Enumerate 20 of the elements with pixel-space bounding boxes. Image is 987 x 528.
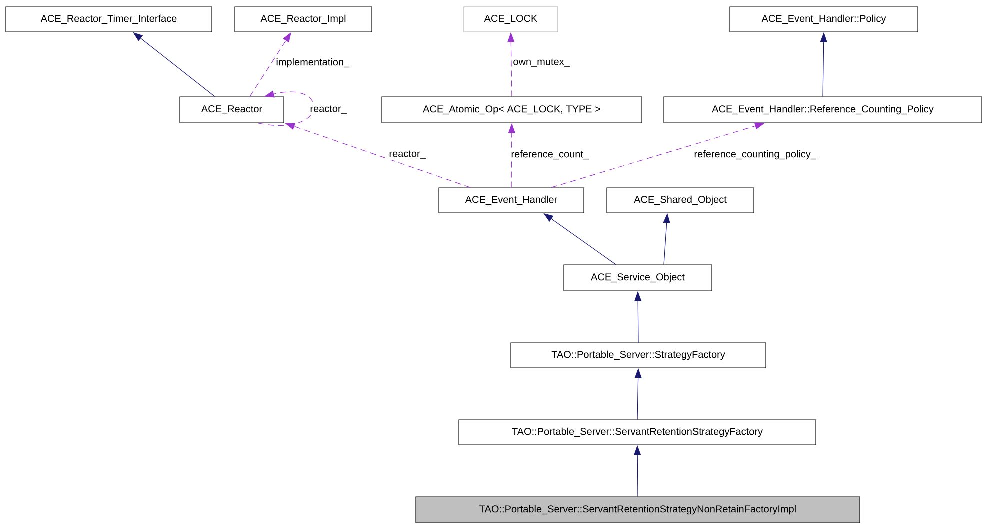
- class-box: ACE_Shared_Object: [606, 188, 754, 214]
- class-box: ACE_Event_Handler::Policy: [730, 6, 918, 32]
- class-box: ACE_Atomic_Op< ACE_LOCK, TYPE >: [382, 96, 642, 124]
- edge-label: reference_count_: [510, 149, 590, 161]
- class-box: TAO::Portable_Server::StrategyFactory: [510, 342, 766, 368]
- class-box: ACE_Reactor_Impl: [234, 6, 372, 32]
- edge-label: reference_counting_policy_: [693, 149, 818, 161]
- edge-label: reactor_: [309, 104, 348, 116]
- class-box: ACE_Reactor_Timer_Interface: [6, 6, 212, 32]
- class-box: ACE_Reactor: [180, 96, 284, 124]
- edge-label: reactor_: [388, 150, 427, 160]
- class-box: ACE_LOCK: [464, 6, 558, 32]
- arrow: [258, 90, 314, 126]
- class-box: ACE_Event_Handler: [438, 188, 584, 214]
- class-box: TAO::Portable_Server::ServantRetentionStrategyFactory: [458, 420, 816, 446]
- class-box: ACE_Service_Object: [564, 264, 712, 292]
- class-box: TAO::Portable_Server::ServantRetentionStrategyNonRetainFactoryImpl: [416, 496, 860, 524]
- edge-label: implementation_: [275, 57, 351, 69]
- class-box: ACE_Event_Handler::Reference_Counting_Policy: [664, 96, 982, 124]
- edge-label: own_mutex_: [512, 58, 571, 68]
